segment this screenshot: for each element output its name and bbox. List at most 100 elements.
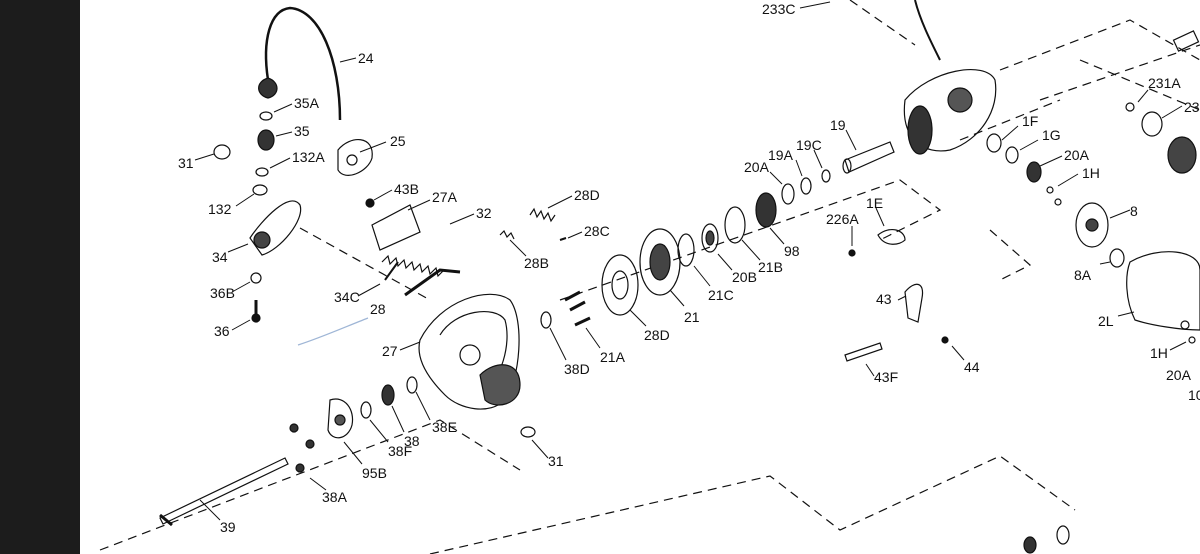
- label-43b: 43B: [394, 181, 419, 197]
- label-20a: 20A: [744, 159, 770, 175]
- part-132a: [255, 167, 269, 177]
- annotation-arrow: [297, 317, 369, 346]
- ring-1f: [986, 133, 1002, 153]
- label-19a: 19A: [768, 147, 794, 163]
- label-21: 21: [684, 309, 700, 325]
- screw-226a: [848, 249, 856, 257]
- bearing-38: [381, 384, 395, 406]
- disc-28d: [601, 254, 639, 316]
- gear-21: [639, 228, 681, 296]
- label-21c: 21C: [708, 287, 734, 303]
- label-23: 23: [1184, 99, 1200, 115]
- label-226a: 226A: [826, 211, 859, 227]
- label-28d: 28D: [644, 327, 670, 343]
- part-top-right: [1172, 30, 1200, 52]
- label-95b: 95B: [362, 465, 387, 481]
- washer-1g: [1005, 146, 1019, 164]
- part-132: [252, 184, 268, 196]
- bail-arm-part: [337, 138, 373, 176]
- ring-38d: [540, 311, 552, 329]
- part-19c: [821, 169, 831, 183]
- label-132a: 132A: [292, 149, 325, 165]
- part-34c: [384, 261, 399, 281]
- part-23: [1141, 111, 1163, 137]
- washer-8a: [1109, 248, 1125, 268]
- gear-98: [755, 192, 777, 228]
- label-2l: 2L: [1098, 313, 1114, 329]
- exploded-parts-diagram: 24 35A 35 132A 31 132 25 43B 27A 32 28D …: [99, 0, 1200, 554]
- part-1h: [1046, 186, 1054, 194]
- bail-knob-part: [258, 77, 278, 99]
- label-20a-right: 20A: [1064, 147, 1090, 163]
- main-shaft-39: [159, 457, 289, 525]
- label-44: 44: [964, 359, 980, 375]
- label-20b: 20B: [732, 269, 757, 285]
- label-231a: 231A: [1148, 75, 1181, 91]
- bearing-20b: [701, 223, 719, 253]
- washer-38f: [360, 401, 372, 419]
- pin-28c: [559, 237, 567, 241]
- label-36b: 36B: [210, 285, 235, 301]
- ring-38e: [406, 376, 418, 394]
- part-231a: [1125, 102, 1135, 112]
- label-31-top: 31: [178, 155, 194, 171]
- label-36: 36: [214, 323, 230, 339]
- label-10: 10: [1188, 387, 1200, 403]
- part-1e: [877, 228, 906, 245]
- screw-31: [520, 426, 536, 438]
- label-38f: 38F: [388, 443, 412, 459]
- bearing-21b: [724, 206, 746, 244]
- label-38d: 38D: [564, 361, 590, 377]
- label-8a: 8A: [1074, 267, 1092, 283]
- part-95b: [327, 398, 354, 439]
- part-bottom-right: [1023, 536, 1037, 554]
- label-31-bottom: 31: [548, 453, 564, 469]
- label-34: 34: [212, 249, 228, 265]
- label-98: 98: [784, 243, 800, 259]
- spring-32: [381, 254, 445, 278]
- label-34c: 34C: [334, 289, 360, 305]
- spring-28b: [499, 229, 515, 240]
- part-36b: [250, 272, 262, 284]
- screw-44: [941, 336, 949, 344]
- label-8: 8: [1130, 203, 1138, 219]
- label-28d-top: 28D: [574, 187, 600, 203]
- rod-28: [404, 268, 461, 297]
- plate-27a: [371, 204, 421, 251]
- washer-19a: [800, 177, 812, 195]
- label-1e: 1E: [866, 195, 883, 211]
- label-1f: 1F: [1022, 113, 1038, 129]
- side-cover-2l: [1126, 251, 1200, 331]
- ring-21c: [677, 233, 695, 267]
- label-1h: 1H: [1082, 165, 1100, 181]
- label-35: 35: [294, 123, 310, 139]
- part-43b: [365, 198, 375, 208]
- label-32: 32: [476, 205, 492, 221]
- leader-lines: [194, 1, 1187, 521]
- bail-wire-part: [264, 6, 342, 121]
- label-38: 38: [404, 433, 420, 449]
- part-35a: [259, 111, 273, 121]
- label-27a: 27A: [432, 189, 458, 205]
- label-1h-lower: 1H: [1150, 345, 1168, 361]
- label-35a: 35A: [294, 95, 320, 111]
- lever-43: [904, 283, 924, 323]
- label-21a: 21A: [600, 349, 626, 365]
- parts-21a: [564, 290, 591, 327]
- label-233c: 233C: [762, 1, 795, 17]
- part-labels: 24 35A 35 132A 31 132 25 43B 27A 32 28D …: [178, 1, 1200, 535]
- label-43f: 43F: [874, 369, 898, 385]
- part-31: [213, 144, 231, 160]
- spring-28d: [529, 207, 556, 223]
- label-38a: 38A: [322, 489, 348, 505]
- label-24: 24: [358, 50, 374, 66]
- screws-38a: [289, 423, 299, 433]
- label-28b: 28B: [524, 255, 549, 271]
- label-19: 19: [830, 117, 846, 133]
- label-20a-lower: 20A: [1166, 367, 1192, 383]
- shaft-43f: [844, 342, 883, 362]
- rotor-arm-part: [249, 200, 302, 256]
- label-25: 25: [390, 133, 406, 149]
- washer-20a: [781, 183, 795, 205]
